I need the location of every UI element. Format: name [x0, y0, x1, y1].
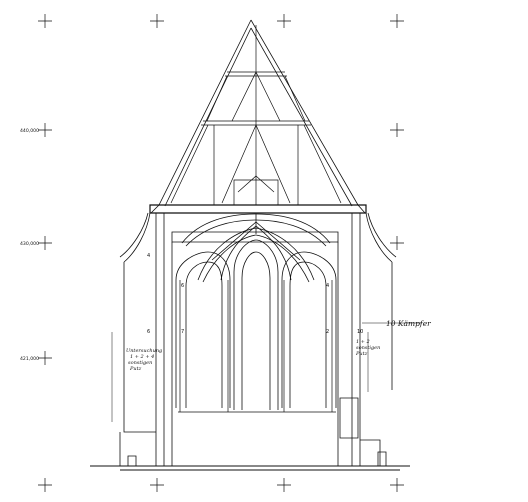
callout-line: Putz [355, 351, 368, 357]
callout-line: 1 + 2 [356, 339, 370, 345]
vault [171, 213, 339, 283]
callout-line: Putz [129, 366, 142, 372]
callout-line: 1 + 2 + 4 [130, 354, 154, 360]
level-label: 440,000 [20, 128, 39, 134]
callout-line: sonstigen [356, 345, 380, 351]
axis-mark: 2 [326, 329, 329, 335]
eaves [119, 212, 397, 263]
ground-line [90, 465, 410, 471]
callout-line: Untersuchung [126, 348, 162, 354]
axis-mark: 6 [181, 283, 184, 289]
buttresses [119, 262, 393, 467]
axis-mark: 4 [326, 283, 329, 289]
right-callout: 1 + 2 sonstigen Putz [355, 339, 380, 357]
axis-mark: 10 [357, 329, 363, 335]
walls [155, 213, 361, 466]
grid-markers [38, 14, 404, 492]
side-note: 10 Kämpfer [386, 319, 431, 328]
callout-line: sonstigen [128, 360, 152, 366]
roof-truss [170, 25, 342, 206]
level-label: 430,000 [20, 241, 39, 247]
dimension-lines [111, 322, 422, 422]
axis-marks: 4 6 4 6 7 2 10 [147, 253, 363, 335]
axis-mark: 7 [181, 329, 184, 335]
left-callout: Untersuchung 1 + 2 + 4 sonstigen Putz [126, 348, 162, 372]
level-labels: 440,000 430,000 421,000 [20, 128, 39, 362]
axis-mark: 4 [147, 253, 150, 259]
roof [149, 19, 367, 214]
level-label: 421,000 [20, 356, 39, 362]
windows [175, 239, 337, 413]
axis-mark: 6 [147, 329, 150, 335]
columns [179, 280, 333, 412]
